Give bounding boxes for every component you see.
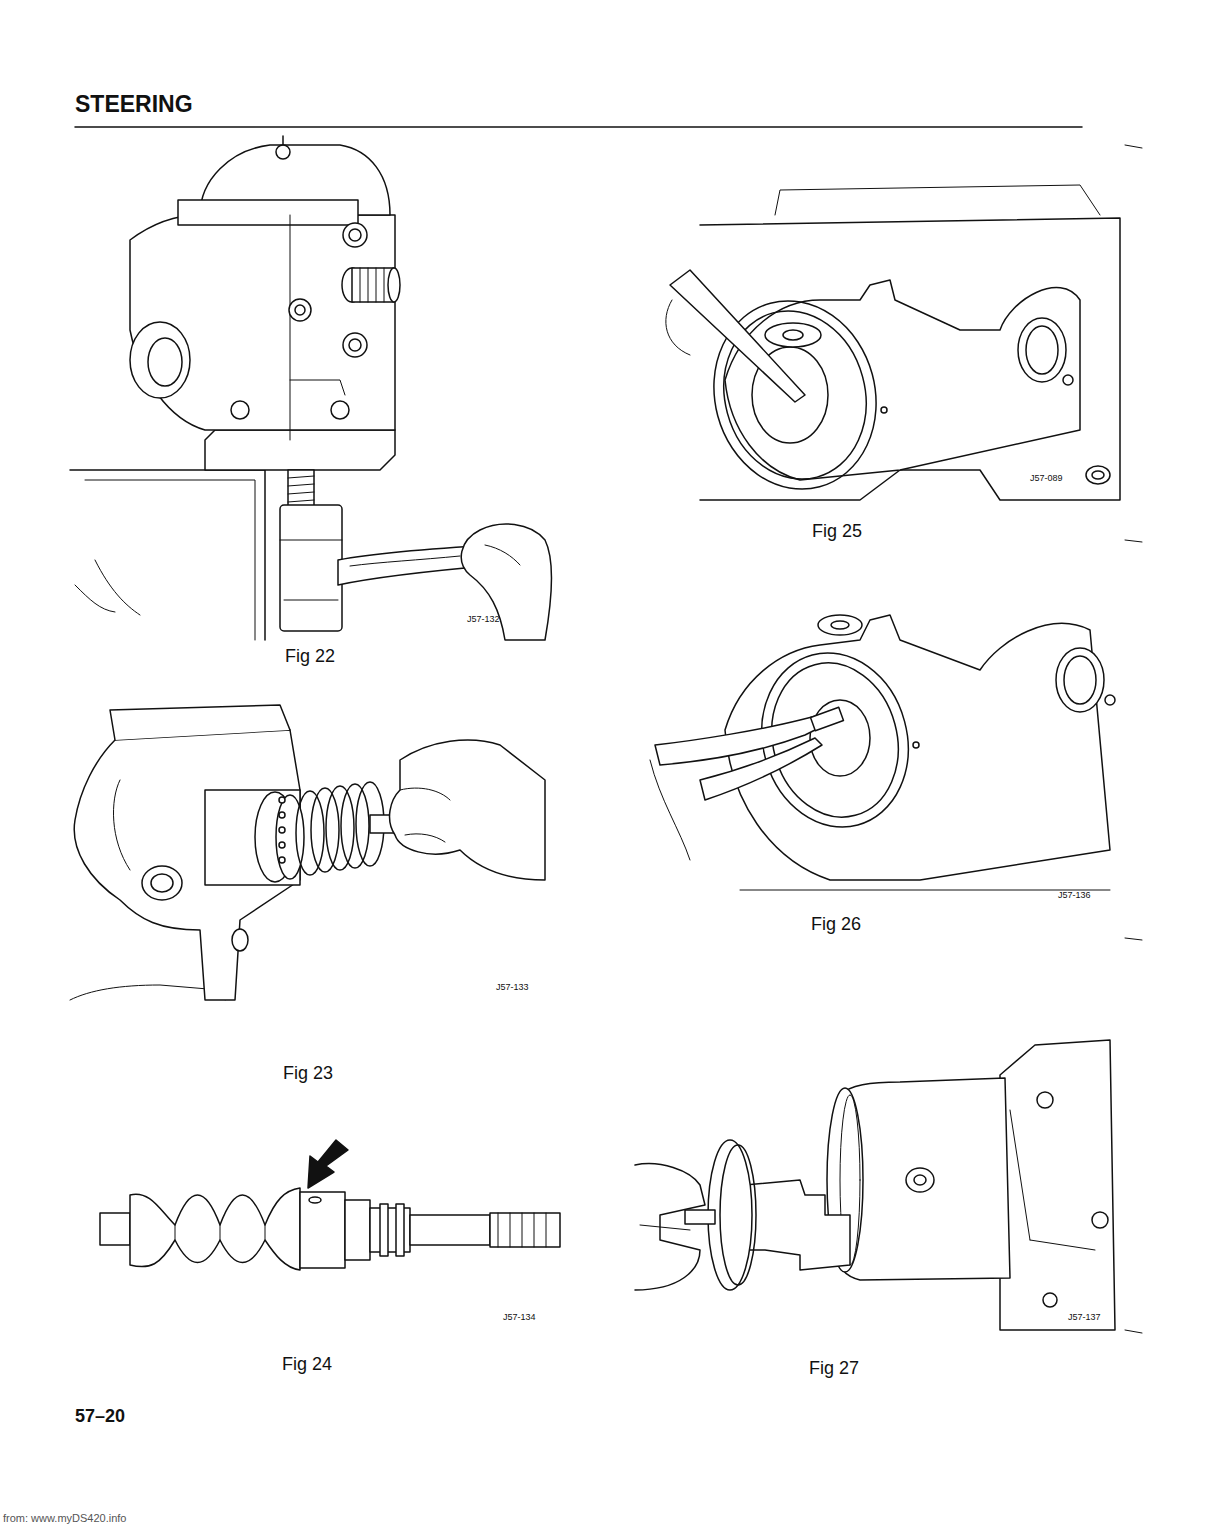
page-number: 57–20: [75, 1407, 125, 1425]
source-footer: from: www.myDS420.info: [3, 1513, 126, 1524]
drawing-number: J57-137: [1068, 1313, 1101, 1322]
header-rule: [75, 126, 1082, 128]
drawing-number: J57-136: [1058, 891, 1091, 900]
fig22-drawing: [70, 136, 551, 640]
fig23-drawing: [70, 705, 545, 1000]
fig26-drawing: [650, 615, 1115, 890]
drawing-number: J57-089: [1030, 474, 1063, 483]
figure-caption: Fig 22: [285, 647, 335, 665]
figure-caption: Fig 26: [811, 915, 861, 933]
margin-ticks: [1125, 145, 1142, 1333]
figure-caption: Fig 24: [282, 1355, 332, 1373]
fig24-drawing: [100, 1140, 560, 1270]
drawing-number: J57-134: [503, 1313, 536, 1322]
fig27-drawing: [635, 1040, 1115, 1330]
figure-caption: Fig 27: [809, 1359, 859, 1377]
drawing-number: J57-133: [496, 983, 529, 992]
fig25-drawing: [666, 185, 1120, 507]
drawing-number: J57-132: [467, 615, 500, 624]
figure-caption: Fig 23: [283, 1064, 333, 1082]
page-heading: STEERING: [75, 93, 193, 116]
figure-caption: Fig 25: [812, 522, 862, 540]
